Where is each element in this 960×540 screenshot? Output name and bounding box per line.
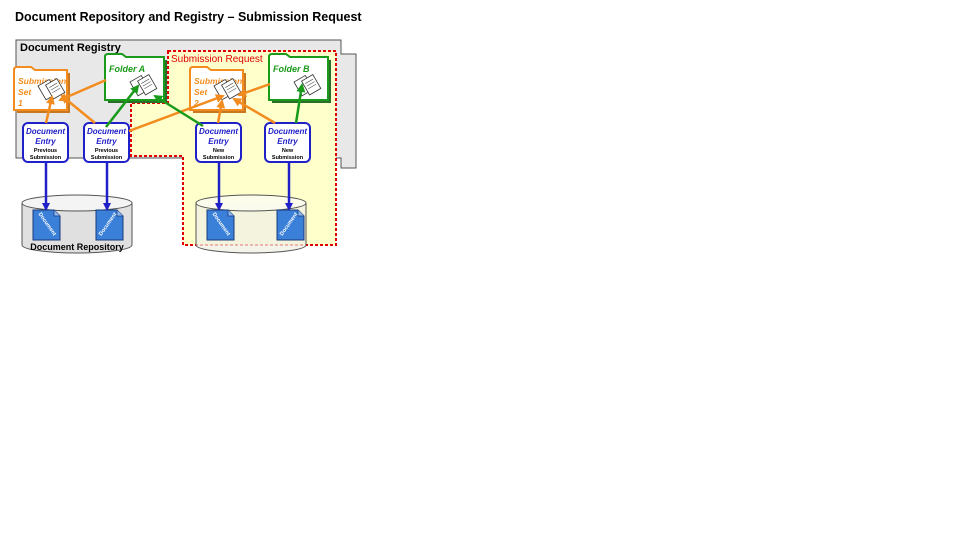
document-registry-label: Document Registry [20,42,122,54]
document-entry-1-subtitle-2: Submission [30,155,62,161]
papers-icon [213,78,242,101]
set1-to-entry1-association [44,95,55,124]
document-entry-1-subtitle-1: Previous [34,148,57,154]
document-entry-1-title-1: Document [26,127,65,136]
document-entry-4: Document Entry New Submission [264,122,311,163]
submission-request-label: Submission Request [171,54,263,65]
document-entry-3-title-1: Document [199,127,238,136]
document-4-icon: Document [276,209,305,241]
folder-b-to-entry4-membership [294,83,306,124]
document-entry-2-title-1: Document [87,127,126,136]
folder-b-label: Folder B [273,64,310,74]
document-entry-3-title-2: Entry [208,137,229,146]
submission-set-2-line-2: Set [194,87,208,97]
document-3-icon: Document [206,209,235,241]
page-title: Document Repository and Registry – Submi… [15,10,362,24]
document-entry-4-title-1: Document [268,127,307,136]
folder-b: Folder B [268,53,331,103]
submission-set-1-line-3: 1 [18,98,23,108]
submission-set-1: Submission Set 1 [13,66,70,113]
set2-to-entry4-association [232,97,276,125]
set1-to-folder-a-association [58,78,107,102]
document-entry-3-subtitle-1: New [213,148,225,154]
document-entry-2-title-2: Entry [96,137,117,146]
set2-to-entry2-association [128,94,225,133]
document-entry-1-title-2: Entry [35,137,56,146]
document-entry-2: Document Entry Previous Submission [83,122,130,163]
document-repository-label: Document Repository [30,242,124,252]
papers-icon [129,74,158,97]
folder-a-to-entry3-membership [153,94,204,128]
document-entry-4-subtitle-2: Submission [272,155,304,161]
submission-set-1-line-1: Submission [18,76,66,86]
document-1-icon: Document [32,209,61,241]
folder-a: Folder A [104,53,167,103]
document-entry-3-subtitle-2: Submission [203,155,235,161]
set2-to-folder-b-association [237,82,271,97]
folder-a-label: Folder A [109,64,145,74]
document-entry-4-title-2: Entry [277,137,298,146]
document-2-icon: Document [95,209,124,241]
folder-a-to-entry2-membership [105,84,140,128]
submission-set-2-line-3: 2 [193,98,199,108]
set2-to-entry3-association [216,99,226,124]
document-entry-1: Document Entry Previous Submission [22,122,69,163]
document-entry-3: Document Entry New Submission [195,122,242,163]
submission-set-1-line-2: Set [18,87,32,97]
document-entry-2-subtitle-1: Previous [95,148,118,154]
document-entry-4-subtitle-1: New [282,148,294,154]
document-entry-2-subtitle-2: Submission [91,155,123,161]
submission-set-2-line-1: Submission [194,76,242,86]
